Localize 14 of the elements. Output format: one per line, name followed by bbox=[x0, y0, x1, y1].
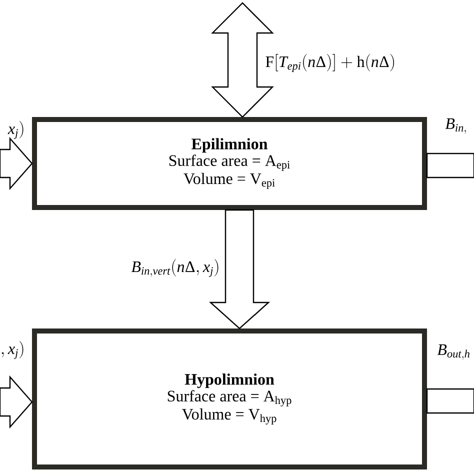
block-arrow bbox=[211, 2, 274, 118]
edge-label: $,x_{j})$ bbox=[2, 341, 24, 359]
block-arrow bbox=[0, 375, 33, 429]
layer-box: Hypolimnion Surface area = A$_{hyp}$ Volume = V$_{hyp}$ bbox=[32, 328, 427, 470]
edge-label: $B_{out,h}$ bbox=[437, 344, 470, 360]
edge-label: $B_{in,vert}(n\Delta,x_{j})$ bbox=[131, 259, 218, 277]
block-arrow bbox=[208, 209, 270, 330]
block-arrow bbox=[0, 136, 33, 190]
edge-label: $x_{j})$ bbox=[8, 121, 24, 139]
edge-label: $B_{in,}$ bbox=[445, 118, 466, 134]
layer-box: Epilimnion Surface area = A$_{epi}$ Volume = V$_{epi}$ bbox=[32, 117, 427, 210]
block-arrow bbox=[426, 388, 474, 414]
block-arrow bbox=[426, 152, 474, 178]
edge-label: $\mathrm{F}[T_{epi}(n\Delta)]+\mathrm{h}(n\Delta)$ bbox=[266, 54, 394, 72]
